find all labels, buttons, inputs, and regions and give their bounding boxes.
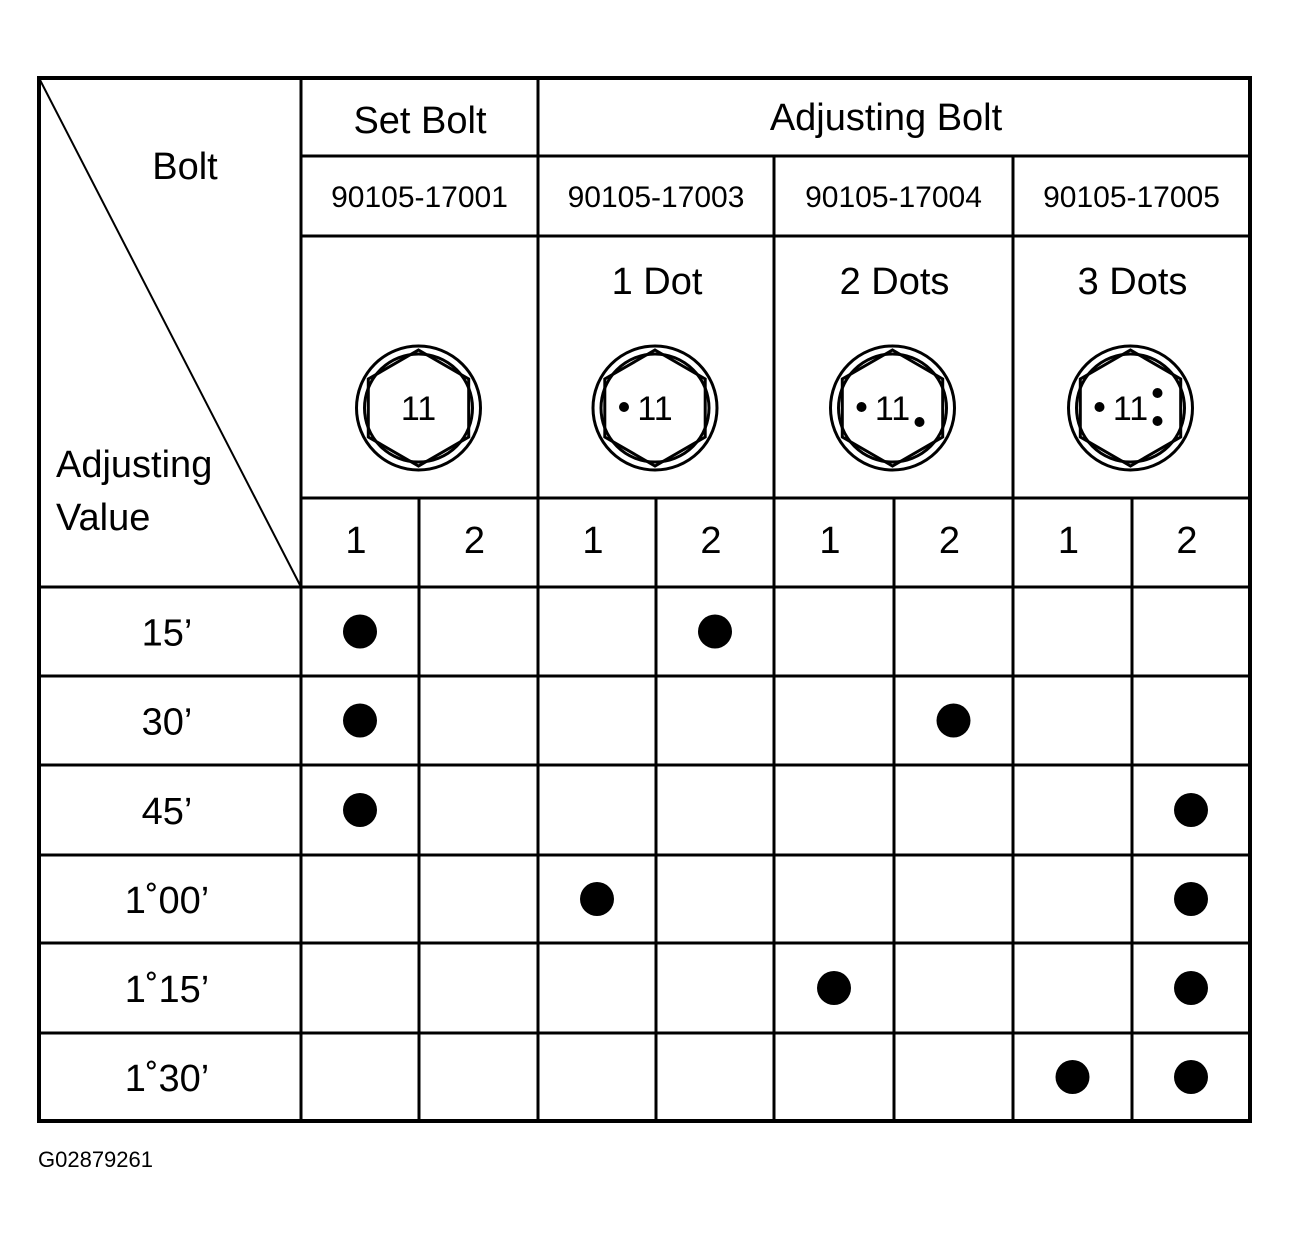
corner-label-bolt: Bolt	[152, 146, 218, 188]
position-label: 2	[1176, 520, 1197, 562]
mark-label: 1 Dot	[612, 261, 703, 303]
adjusting-bolt-header: Adjusting Bolt	[770, 97, 1003, 139]
selection-dot	[1174, 793, 1208, 827]
bolt-outer-circle	[1067, 344, 1194, 472]
head-number: 11	[401, 390, 436, 428]
selection-dot	[817, 971, 851, 1005]
mark-dot	[856, 402, 867, 412]
head-number: 11	[875, 390, 910, 428]
position-row: 1 2 1 2 1 2 1 2	[345, 520, 1197, 562]
bolt-head-icon: 11	[591, 344, 719, 472]
bolt-hexagon	[1078, 348, 1183, 468]
adjusting-value-label: 30’	[142, 702, 193, 744]
mark-dot	[1094, 402, 1105, 412]
bolt-inner-circle	[363, 352, 474, 464]
corner-diagonal	[38, 77, 302, 588]
bolt-head-icon: 11	[829, 344, 956, 472]
selection-dot	[1174, 1060, 1208, 1094]
bolt-head-icon: 11	[355, 344, 482, 472]
selection-dot	[343, 703, 377, 738]
mark-label: 2 Dots	[840, 261, 950, 303]
bolt-head-icon: 11	[1067, 344, 1194, 472]
position-label: 1	[1058, 520, 1079, 562]
bolt-outer-circle	[829, 344, 956, 472]
selection-dot	[1174, 971, 1208, 1005]
adjusting-value-rows: 15’ 30’ 45’ 1˚00’ 1˚15’ 1˚30’	[125, 613, 1208, 1100]
bolt-inner-circle	[599, 352, 711, 464]
position-label: 2	[464, 520, 485, 562]
set-bolt-header: Set Bolt	[353, 100, 487, 142]
part-number: 90105-17004	[805, 181, 982, 214]
adjusting-value-label: 15’	[142, 613, 193, 655]
selection-dot	[580, 882, 614, 916]
part-number: 90105-17001	[331, 181, 508, 214]
position-label: 1	[345, 520, 366, 562]
bolt-hexagon	[840, 348, 945, 468]
position-label: 2	[700, 520, 721, 562]
bolt-columns: 90105-17001 11 90105-17003 1 Dot 11 90105-170…	[331, 181, 1220, 472]
head-number: 11	[637, 390, 672, 428]
adjusting-value-label: 1˚30’	[125, 1058, 210, 1100]
table-grid	[37, 76, 1252, 1123]
bolt-hexagon	[366, 348, 471, 468]
figure-code: G02879261	[38, 1147, 153, 1172]
position-label: 1	[582, 520, 603, 562]
bolt-outer-circle	[591, 344, 719, 472]
bolt-outer-circle	[355, 344, 482, 472]
mark-dot	[1152, 416, 1163, 426]
adjusting-value-label: 1˚15’	[125, 969, 210, 1011]
mark-dot	[1152, 388, 1163, 398]
part-number: 90105-17003	[568, 181, 745, 214]
position-label: 1	[819, 520, 840, 562]
selection-dot	[698, 614, 732, 649]
mark-label: 3 Dots	[1078, 261, 1188, 303]
selection-dot	[343, 614, 377, 649]
table-border	[37, 76, 1252, 1123]
corner-label-adjusting: Adjusting	[56, 444, 212, 486]
mark-dot	[619, 402, 629, 412]
bolt-hexagon	[603, 348, 707, 468]
selection-dot	[343, 793, 377, 827]
adjusting-value-label: 1˚00’	[125, 880, 210, 922]
part-number: 90105-17005	[1043, 181, 1220, 214]
selection-dot	[1174, 882, 1208, 916]
selection-dot	[936, 703, 971, 738]
bolt-inner-circle	[837, 352, 948, 464]
head-number: 11	[1113, 390, 1148, 428]
position-label: 2	[939, 520, 960, 562]
corner-label-value: Value	[56, 497, 150, 539]
selection-dot	[1055, 1060, 1090, 1094]
bolt-inner-circle	[1075, 352, 1186, 464]
adjusting-value-label: 45’	[142, 791, 193, 833]
mark-dot	[914, 417, 925, 427]
